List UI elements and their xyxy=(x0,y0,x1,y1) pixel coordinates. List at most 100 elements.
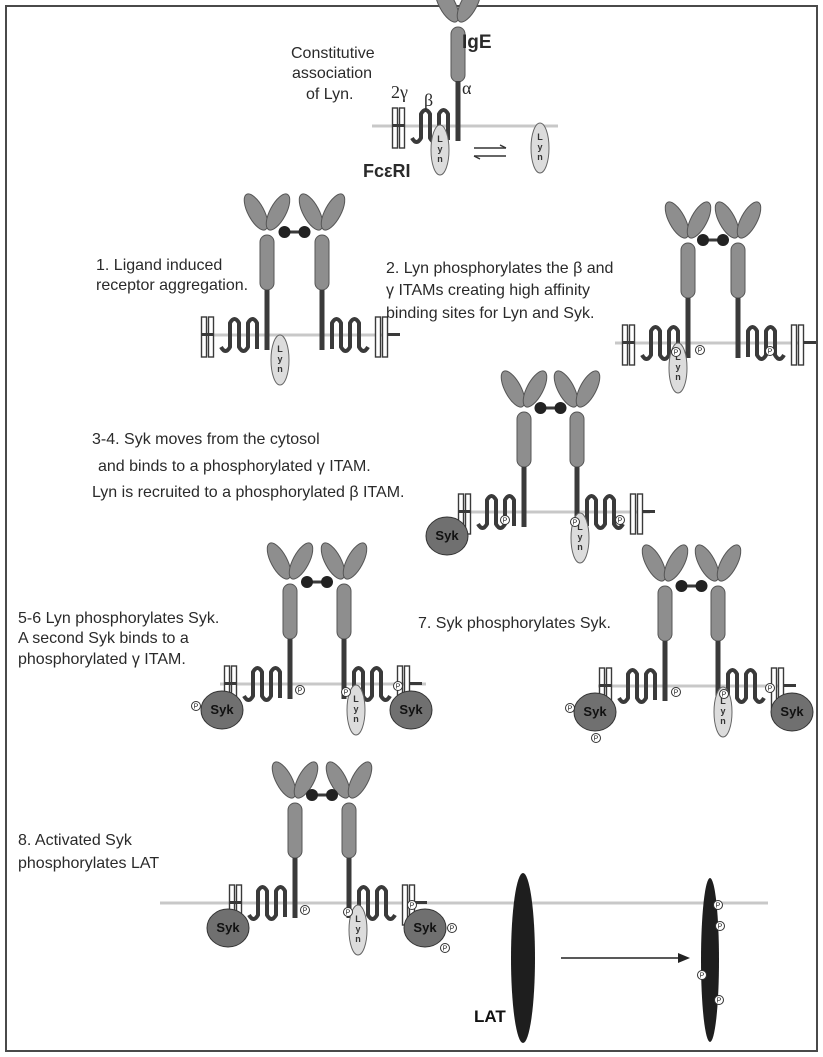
lyn-shape xyxy=(530,122,550,174)
phosphate: P xyxy=(447,923,457,933)
gamma-tm-bar xyxy=(784,684,796,687)
phosphate-label: P xyxy=(396,684,401,691)
phosphate-circle xyxy=(715,921,725,931)
gamma-chain xyxy=(628,324,636,366)
ige-fab-arm-left xyxy=(266,542,292,580)
syk-kinase: Syk xyxy=(389,690,433,730)
gamma-tm-bar xyxy=(229,901,241,904)
phosphate-label: P xyxy=(674,350,679,357)
step56-line1: 5-6 Lyn phosphorylates Syk. xyxy=(18,610,219,627)
alpha-chain xyxy=(341,639,347,699)
lat-activation-arrowhead xyxy=(678,953,690,963)
phosphate: P xyxy=(591,733,601,743)
ige-antibody xyxy=(243,193,291,291)
lyn-shape xyxy=(270,334,290,386)
gamma-tm-bar xyxy=(388,333,400,336)
gamma-chain xyxy=(629,493,637,535)
antigen-site-right xyxy=(554,402,567,414)
gamma-tm-bar xyxy=(643,510,655,513)
ige-fab-arm-left xyxy=(641,544,667,582)
ige-fab-arm-right xyxy=(293,761,319,799)
phosphate-label: P xyxy=(194,704,199,711)
fceri-receptor xyxy=(457,467,527,535)
step34-line1: 3-4. Syk moves from the cytosol xyxy=(92,431,320,448)
ige-fab-arm-left xyxy=(434,0,460,23)
ige-fc-stem xyxy=(314,234,330,291)
ige-fab-arm-right xyxy=(663,544,689,582)
ige-fab-arm-left xyxy=(243,193,269,231)
gamma-chain xyxy=(381,316,389,358)
phosphate-circle xyxy=(440,943,450,953)
ige-fab-arm-right xyxy=(347,761,373,799)
ige-fc-stem xyxy=(287,802,303,859)
alpha-chain xyxy=(264,290,270,350)
phosphate-circle xyxy=(565,703,575,713)
phosphate-circle xyxy=(295,685,305,695)
phosphate-label: P xyxy=(716,903,721,910)
phosphate: P xyxy=(713,900,723,910)
syk-shape xyxy=(200,690,244,730)
step56-line2: A second Syk binds to a xyxy=(18,630,189,647)
ige-antibody xyxy=(271,761,319,859)
antigen xyxy=(301,576,333,588)
constitutive-label-line1: Constitutive xyxy=(291,45,375,62)
gamma-tm-bar xyxy=(458,510,470,513)
fceri-label: FcεRI xyxy=(363,161,411,181)
syk-label: Syk xyxy=(413,920,437,935)
ige-fab-arm-right xyxy=(686,201,712,239)
ige-antibody xyxy=(500,370,548,468)
ige-fc-stem xyxy=(341,802,357,859)
ige-fab-arm-left xyxy=(500,370,526,408)
phosphate-circle xyxy=(671,347,681,357)
fceri-receptor xyxy=(319,290,400,358)
lyn-kinase: Lyn xyxy=(713,686,733,738)
ige-fab-arm-right xyxy=(288,542,314,580)
lyn-kinase: Lyn xyxy=(346,684,366,736)
gamma-chain xyxy=(790,324,798,366)
beta-chain xyxy=(410,108,450,144)
phosphate-circle xyxy=(697,970,707,980)
syk-shape xyxy=(573,692,617,732)
gamma-chain xyxy=(374,316,382,358)
syk-label: Syk xyxy=(435,528,459,543)
labels: Constitutive association of Lyn. IgE α β… xyxy=(18,32,613,1026)
step34-line2: and binds to a phosphorylated γ ITAM. xyxy=(98,458,371,475)
step2-line1: 2. Lyn phosphorylates the β and xyxy=(386,260,613,277)
alpha-chain xyxy=(715,641,721,701)
antigen xyxy=(306,789,338,801)
lyn-letter-n: n xyxy=(537,152,543,162)
fceri-receptor xyxy=(391,81,461,149)
antigen-site-left xyxy=(534,402,547,414)
ige-fc-stem xyxy=(336,583,352,640)
syk-kinase: Syk xyxy=(425,516,469,556)
phosphate: P xyxy=(343,907,353,917)
syk-shape xyxy=(770,692,814,732)
step7-label: 7. Syk phosphorylates Syk. xyxy=(418,615,611,632)
lyn-kinase: Lyn xyxy=(270,334,290,386)
gamma-chain xyxy=(797,324,805,366)
alpha-label: α xyxy=(462,78,472,98)
step56-line3: phosphorylated γ ITAM. xyxy=(18,651,186,668)
phosphate-label: P xyxy=(768,686,773,693)
lyn-letter-y: y xyxy=(437,144,442,154)
lyn-letter-n: n xyxy=(355,934,361,944)
antigen-site-left xyxy=(278,226,291,238)
phosphate: P xyxy=(765,346,775,356)
beta-chain xyxy=(330,317,370,353)
antigen xyxy=(675,580,708,592)
antigen-site-left xyxy=(301,576,313,588)
fceri-receptor xyxy=(735,298,816,366)
ige-fc-stem xyxy=(730,242,746,299)
beta-chain xyxy=(476,494,516,530)
lyn-letter-y: y xyxy=(277,354,282,364)
ige-fc-stem xyxy=(259,234,275,291)
syk-shape xyxy=(425,516,469,556)
lyn-letter-l: L xyxy=(720,696,726,706)
step34-line3: Lyn is recruited to a phosphorylated β I… xyxy=(92,484,404,501)
ige-antibody xyxy=(266,542,314,640)
constitutive-label-line3: of Lyn. xyxy=(306,86,353,103)
phosphate-circle xyxy=(765,683,775,693)
ige-antibody xyxy=(320,542,368,640)
phosphate-circle xyxy=(591,733,601,743)
